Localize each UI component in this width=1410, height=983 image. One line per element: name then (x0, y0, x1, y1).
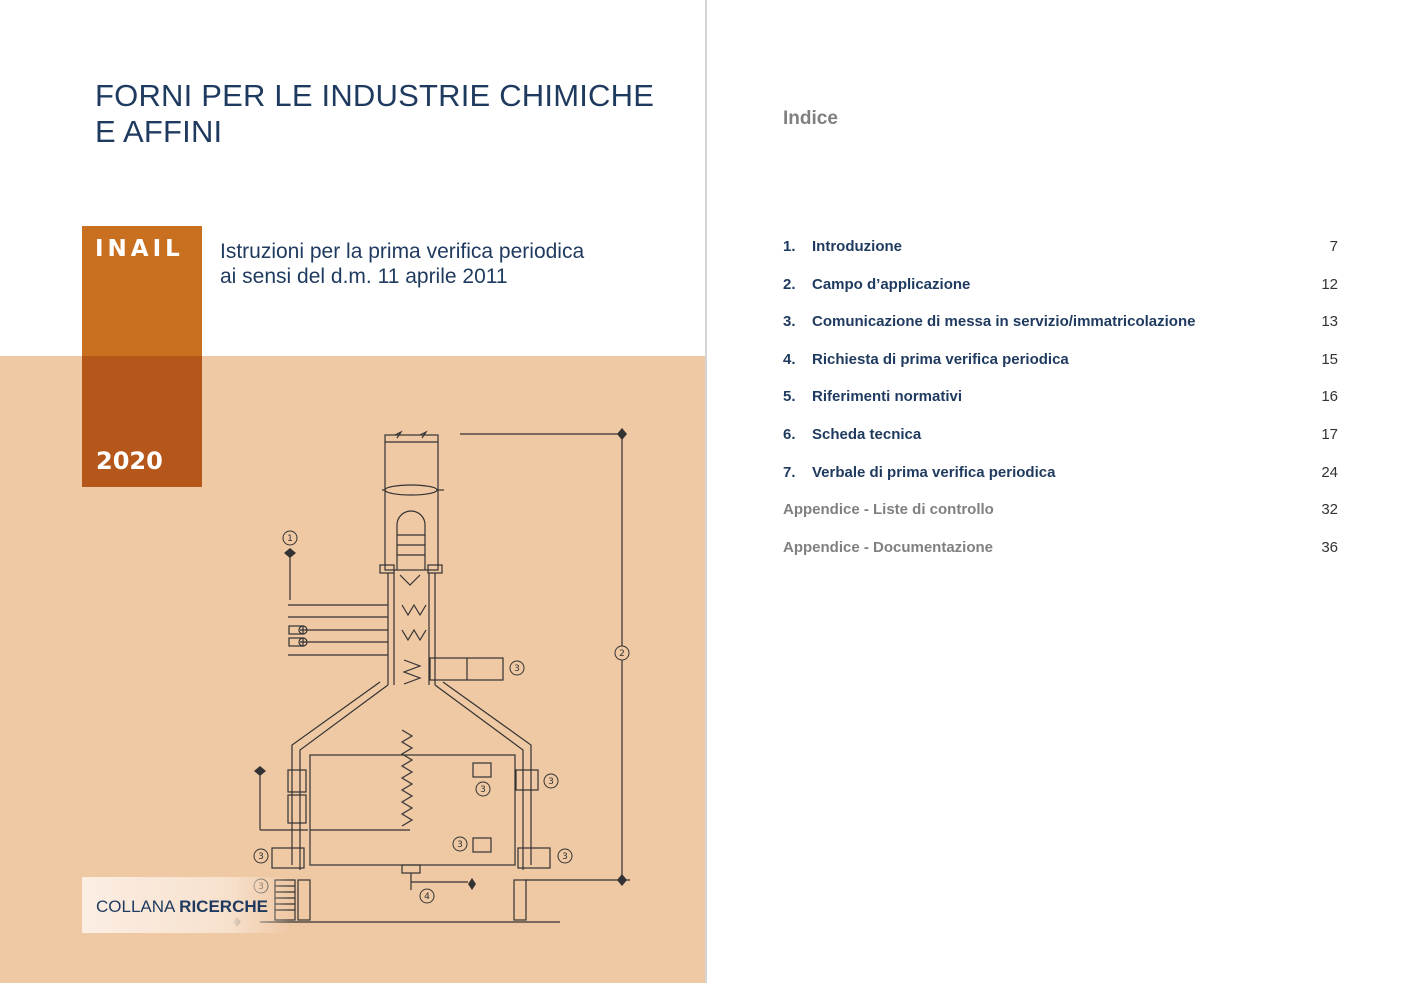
toc-entry-label: Richiesta di prima verifica periodica (812, 350, 1069, 368)
toc-appendix-entry[interactable]: Appendice - Liste di controllo 32 (783, 501, 1338, 539)
toc-entry-label: Comunicazione di messa in servizio/immat… (812, 313, 1196, 331)
publication-year: 2020 (96, 447, 163, 475)
drawing-label-3: 3 (548, 777, 554, 787)
inail-logo: INAIL (95, 236, 184, 262)
toc-entry-page: 16 (1321, 388, 1338, 406)
toc-entry-page: 24 (1321, 463, 1338, 481)
toc-entry[interactable]: 1. Introduzione 7 (783, 238, 1338, 276)
toc-entry[interactable]: 4. Richiesta di prima verifica periodica… (783, 351, 1338, 389)
page-divider (705, 0, 707, 983)
toc-entry-label: Verbale di prima verifica periodica (812, 463, 1056, 481)
drawing-label-3: 3 (562, 852, 568, 862)
series-name: RICERCHE (179, 897, 268, 916)
drawing-label-4: 4 (424, 892, 430, 902)
toc-entry-page: 13 (1321, 313, 1338, 331)
year-block (82, 356, 202, 487)
toc-entry[interactable]: 6. Scheda tecnica 17 (783, 426, 1338, 464)
toc-entry-number: 5. (783, 388, 796, 406)
toc-entry-number: 2. (783, 275, 796, 293)
cover-title-line-1: FORNI PER LE INDUSTRIE CHIMICHE (95, 78, 655, 113)
toc-entry-page: 12 (1321, 275, 1338, 293)
toc-entry-label: Campo d’applicazione (812, 275, 971, 293)
cover-title-line-2: E AFFINI (95, 114, 223, 149)
table-of-contents: 1. Introduzione 7 2. Campo d’applicazion… (783, 238, 1338, 576)
toc-entry[interactable]: 7. Verbale di prima verifica periodica 2… (783, 464, 1338, 502)
toc-entry-label: Introduzione (812, 238, 902, 255)
cover-subtitle-line-1: Istruzioni per la prima verifica periodi… (220, 240, 585, 263)
index-page: Indice 1. Introduzione 7 2. Campo d’appl… (707, 0, 1410, 983)
series-prefix: COLLANA (96, 897, 175, 916)
toc-entry-number: 1. (783, 238, 796, 255)
toc-entry-page: 7 (1329, 238, 1338, 255)
series-label: COLLANA RICERCHE (96, 897, 268, 917)
toc-appendix-entry[interactable]: Appendice - Documentazione 36 (783, 539, 1338, 577)
toc-entry[interactable]: 2. Campo d’applicazione 12 (783, 276, 1338, 314)
toc-appendix-page: 36 (1321, 538, 1338, 556)
toc-appendix-page: 32 (1321, 501, 1338, 519)
drawing-label-3: 3 (514, 664, 520, 674)
drawing-label-3: 3 (480, 785, 486, 795)
toc-entry-number: 3. (783, 313, 796, 331)
cover-title: FORNI PER LE INDUSTRIE CHIMICHE E AFFINI (95, 78, 654, 150)
toc-entry-page: 15 (1321, 350, 1338, 368)
toc-entry-number: 7. (783, 463, 796, 481)
toc-entry-number: 6. (783, 425, 796, 443)
index-title: Indice (783, 108, 838, 129)
toc-appendix-label: Appendice - Documentazione (783, 538, 994, 556)
toc-entry[interactable]: 5. Riferimenti normativi 16 (783, 388, 1338, 426)
toc-entry-label: Riferimenti normativi (812, 388, 963, 406)
drawing-label-1: 1 (287, 534, 293, 544)
toc-appendix-label: Appendice - Liste di controllo (783, 501, 994, 519)
cover-page: FORNI PER LE INDUSTRIE CHIMICHE E AFFINI… (0, 78, 705, 983)
toc-entry-page: 17 (1321, 425, 1338, 443)
toc-entry-number: 4. (783, 350, 796, 368)
series-label-box: COLLANA RICERCHE (82, 877, 290, 933)
drawing-label-3: 3 (457, 840, 463, 850)
toc-entry[interactable]: 3. Comunicazione di messa in servizio/im… (783, 313, 1338, 351)
brand-block (82, 226, 202, 356)
toc-entry-label: Scheda tecnica (812, 425, 922, 443)
drawing-label-3: 3 (258, 852, 264, 862)
cover-subtitle: Istruzioni per la prima verifica periodi… (220, 239, 584, 289)
cover-subtitle-line-2: ai sensi del d.m. 11 aprile 2011 (220, 265, 508, 288)
drawing-label-2: 2 (619, 649, 625, 659)
furnace-technical-drawing: 1 2 3 3 3 3 3 3 3 4 (233, 428, 630, 927)
